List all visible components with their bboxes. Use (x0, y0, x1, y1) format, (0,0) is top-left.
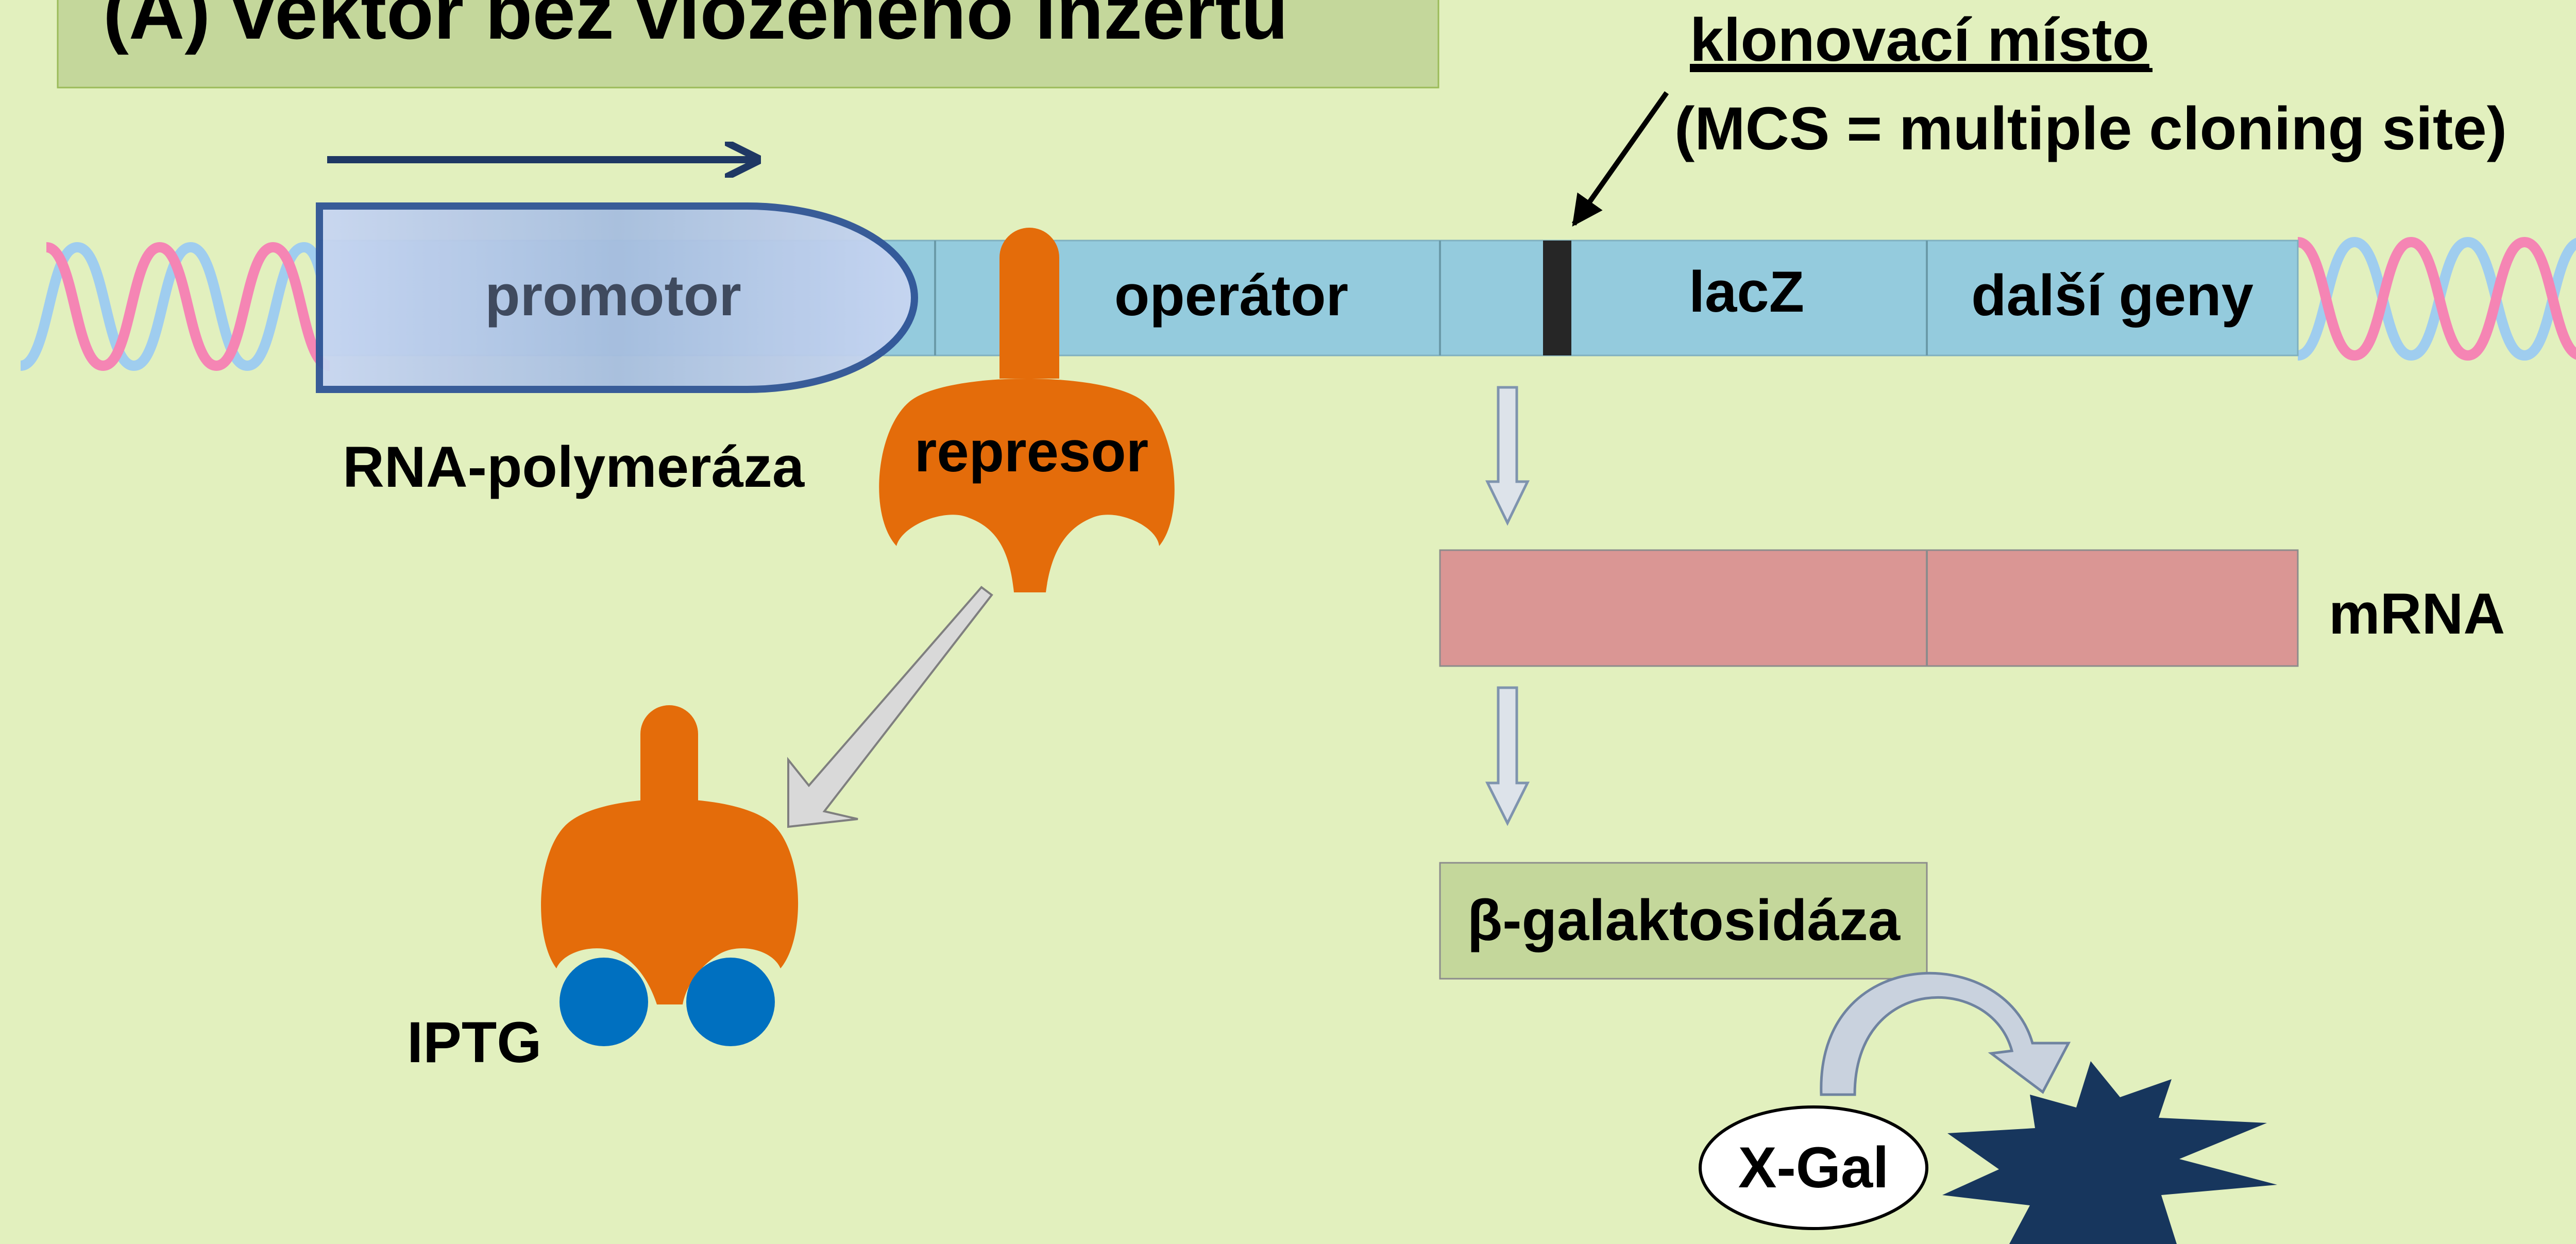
cloning-site-subtitle: (MCS = multiple cloning site) (1674, 95, 2507, 163)
xgal-substrate (1699, 1105, 1928, 1230)
mcs-marker (1543, 241, 1571, 355)
rna-polymerase-shape (316, 202, 918, 393)
other-genes-label: další geny (1971, 263, 2253, 328)
reaction-arrow (1820, 972, 2071, 1096)
xgal-label: X-Gal (1738, 1135, 1889, 1200)
rna-polymerase-label: RNA-polymeráza (343, 435, 805, 499)
blue-product-star (1942, 1061, 2277, 1244)
operator-label: operátor (1114, 263, 1348, 328)
iptg-molecule-left (560, 958, 648, 1046)
translation-arrow (1485, 686, 1530, 826)
mrna-bar (1439, 549, 2299, 667)
title-box: (A) vektor bez vloženého inzertu (57, 0, 1439, 89)
release-arrow (787, 586, 993, 828)
repressor-label: represor (914, 419, 1148, 484)
enzyme-label: β-galaktosidáza (1467, 888, 1901, 952)
repressor-bound (879, 228, 1175, 592)
page-title: (A) vektor bez vloženého inzertu (103, 0, 1288, 55)
promoter-label: promotor (485, 263, 741, 328)
enzyme-box (1439, 862, 1928, 980)
cloning-site-label: klonovací místo (1690, 6, 2149, 74)
iptg-molecule-right (686, 958, 775, 1046)
iptg-label: IPTG (407, 1010, 541, 1075)
lacz-label: lacZ (1689, 260, 1804, 324)
mrna-label: mRNA (2329, 582, 2505, 646)
transcription-arrow (1485, 386, 1530, 526)
dna-helix-left (19, 242, 335, 371)
dna-helix-right (2297, 236, 2576, 361)
cloning-site-arrow (1571, 91, 1669, 227)
repressor-iptg-complex (541, 705, 799, 1046)
